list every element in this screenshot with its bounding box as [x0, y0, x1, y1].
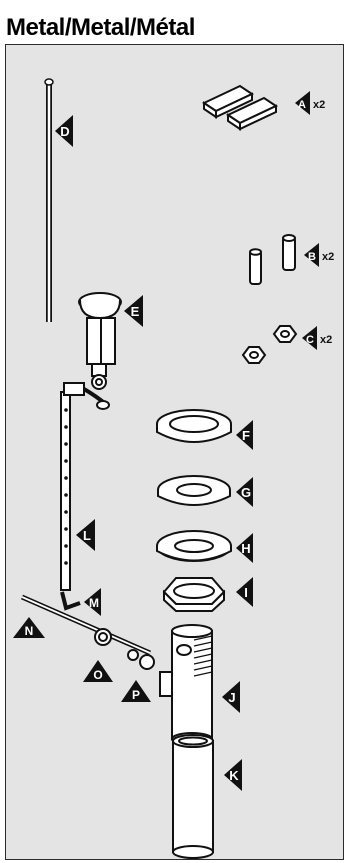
part-threaded-tube-j: [159, 624, 213, 746]
part-rod-d: [44, 78, 54, 322]
part-washer-g: [157, 475, 231, 506]
svg-text:N: N: [25, 624, 34, 638]
svg-text:J: J: [228, 690, 235, 705]
part-washer-h: [156, 530, 232, 562]
part-flange-f: [156, 409, 232, 443]
svg-text:E: E: [131, 304, 140, 319]
part-tube-k: [172, 734, 214, 859]
label-c: C x2: [302, 326, 332, 350]
label-b: B x2: [304, 243, 334, 267]
svg-text:x2: x2: [322, 251, 334, 263]
label-m: M: [84, 588, 101, 616]
header: Metal/Metal/Métal: [0, 0, 350, 44]
page-title: Metal/Metal/Métal: [6, 14, 195, 41]
part-locknut-i: [162, 577, 226, 612]
svg-text:I: I: [244, 585, 248, 600]
svg-text:D: D: [60, 124, 69, 139]
label-g: G: [236, 477, 253, 507]
svg-text:A: A: [298, 99, 306, 111]
svg-text:M: M: [89, 596, 99, 610]
svg-text:x2: x2: [320, 334, 332, 346]
label-a: A x2: [295, 91, 325, 115]
part-clips-a: [201, 84, 279, 131]
label-o: O: [83, 660, 113, 682]
part-strap-l: [60, 382, 110, 591]
strap-holes: [64, 408, 68, 565]
label-e: E: [124, 295, 143, 327]
svg-text:B: B: [308, 251, 316, 263]
part-ball-p: [127, 649, 155, 670]
svg-text:C: C: [306, 334, 314, 346]
label-h: H: [236, 533, 253, 563]
tube-threads: [193, 635, 213, 677]
label-l: L: [76, 519, 95, 551]
part-pivot-rod-n: [20, 594, 152, 656]
label-i: I: [236, 577, 253, 607]
svg-text:F: F: [242, 428, 250, 443]
label-j: J: [222, 681, 240, 713]
label-d: D: [55, 115, 73, 147]
part-knob-e: [78, 292, 122, 390]
label-f: F: [236, 420, 253, 450]
svg-text:K: K: [229, 768, 239, 783]
part-nuts-c: [241, 325, 298, 364]
svg-text:P: P: [132, 688, 140, 702]
svg-text:O: O: [93, 668, 102, 682]
label-p: P: [121, 680, 151, 702]
part-sleeves-b: [249, 234, 296, 285]
svg-text:H: H: [241, 541, 250, 556]
label-k: K: [224, 759, 242, 791]
svg-text:G: G: [241, 485, 251, 500]
part-spring-o: [94, 628, 112, 646]
svg-text:L: L: [83, 528, 91, 543]
label-n: N: [13, 617, 45, 638]
svg-text:x2: x2: [313, 99, 325, 111]
part-clip-m: [60, 591, 81, 611]
